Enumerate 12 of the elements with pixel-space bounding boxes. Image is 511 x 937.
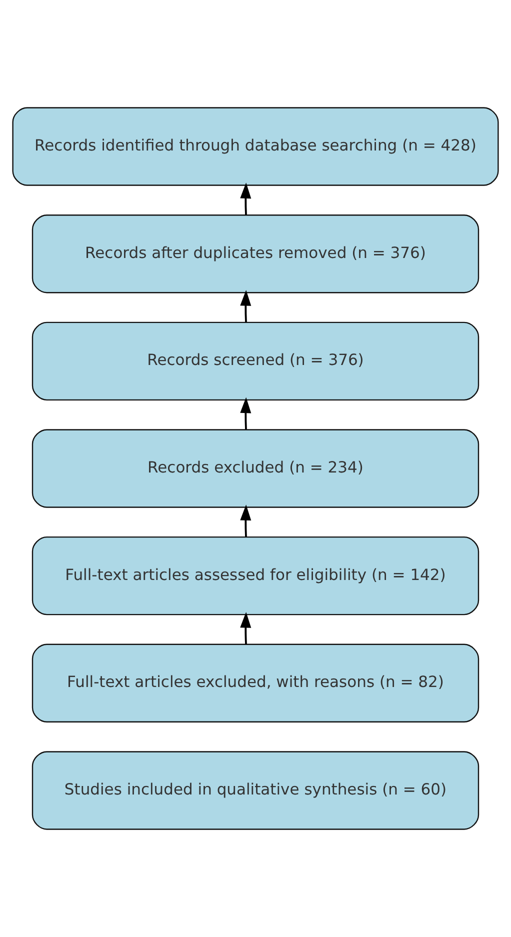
arrow bbox=[240, 397, 252, 430]
node-box: Full-text articles assessed for eligibility (n = 142) bbox=[32, 536, 480, 616]
arrow bbox=[240, 182, 252, 215]
node-box: Studies included in qualitative synthesis (n = 60) bbox=[32, 751, 480, 830]
arrow bbox=[240, 290, 252, 322]
node-box: Records excluded (n = 234) bbox=[32, 429, 480, 508]
arrow bbox=[240, 612, 252, 644]
node-box: Records after duplicates removed (n = 376) bbox=[32, 214, 480, 294]
node-box: Full-text articles excluded, with reasons (n = 82) bbox=[32, 644, 480, 722]
arrow bbox=[240, 504, 252, 537]
node-box: Records identified through database searching (n = 428) bbox=[12, 107, 499, 186]
node-box: Records screened (n = 376) bbox=[32, 322, 480, 401]
